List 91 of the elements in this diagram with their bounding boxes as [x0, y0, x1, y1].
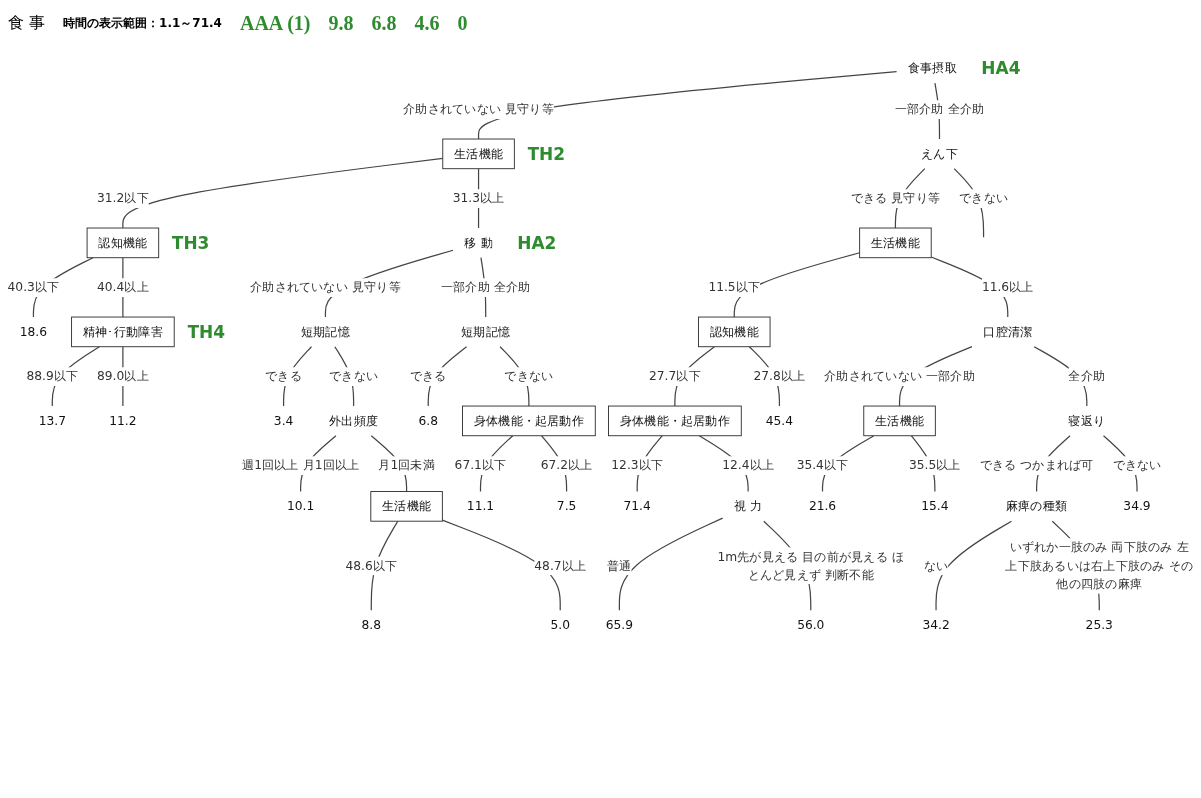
- edge-label: 67.2以上: [540, 458, 593, 473]
- node-label: HA4: [981, 58, 1021, 79]
- node-text: 65.9: [605, 617, 634, 632]
- annotation-text: 4.6: [414, 11, 440, 35]
- node-text: 45.4: [765, 413, 794, 428]
- edge-label: 1m先が見える 目の前が見える ほとんど見えず 判断不能: [717, 549, 905, 582]
- node-text: 13.7: [38, 413, 66, 428]
- annotation-text: 0: [457, 11, 468, 35]
- edge-label: 11.6以上: [981, 280, 1034, 295]
- node-box: 生活機能: [859, 227, 932, 259]
- connector: [122, 157, 444, 229]
- edge-label: 35.4以下: [796, 458, 849, 473]
- node-text: 7.5: [556, 499, 577, 514]
- edge-label: 介助されていない 見守り等: [403, 102, 554, 117]
- edge-label: 介助されていない 一部介助: [824, 369, 975, 384]
- edge-label: 普通: [607, 558, 632, 573]
- node-box: 認知機能: [698, 316, 771, 348]
- node-box: 生活機能: [442, 138, 515, 170]
- edge-label: 一部介助 全介助: [440, 280, 531, 295]
- annotation-text: AAA (1): [239, 11, 311, 35]
- node-label: HA2: [517, 232, 557, 253]
- edge-label: 40.3以下: [7, 280, 60, 295]
- edge-label: できない: [504, 369, 554, 384]
- node-text: 34.2: [922, 617, 950, 632]
- annotation-text: 9.8: [328, 11, 354, 35]
- node-box: 身体機能・起居動作: [608, 405, 742, 437]
- node-text: 10.1: [287, 499, 315, 514]
- edge-label: 全介助: [1068, 369, 1106, 384]
- edge-label: 31.2以下: [97, 191, 149, 206]
- node-text: 移 動: [464, 235, 493, 250]
- node-text: 8.8: [361, 617, 382, 632]
- node-text: 食事摂取: [907, 61, 957, 76]
- edge-label: できる つかまれば可: [979, 458, 1094, 473]
- node-text: 麻痺の種類: [1006, 499, 1068, 514]
- node-box: 身体機能・起居動作: [462, 405, 596, 437]
- connector: [935, 520, 1013, 611]
- edge-label: ない: [923, 558, 949, 573]
- edge-label: 12.3以下: [611, 458, 664, 473]
- edge-label: できる: [409, 369, 447, 384]
- edge-label: 介助されていない 見守り等: [250, 280, 401, 295]
- node-text: 56.0: [797, 617, 825, 632]
- edge-label: 31.3以上: [452, 191, 505, 206]
- edge-label: 88.9以下: [26, 369, 79, 384]
- edge-label: 48.7以上: [534, 558, 587, 573]
- node-text: 18.6: [19, 324, 48, 339]
- node-text: えん下: [921, 146, 958, 161]
- edge-label: 35.5以上: [908, 458, 961, 473]
- edge-label: いずれか一肢のみ 両下肢のみ 左上下肢あるいは右上下肢のみ その他の四肢の麻痺: [1005, 540, 1194, 591]
- edge-label: 一部介助 全介助: [894, 102, 985, 117]
- node-text: 短期記憶: [461, 324, 511, 339]
- edge-label: 27.7以下: [649, 369, 701, 384]
- edge-label: 40.4以上: [97, 280, 149, 295]
- node-text: 25.3: [1085, 617, 1113, 632]
- edge-label: 12.4以上: [722, 458, 774, 473]
- node-text: 11.1: [466, 499, 495, 514]
- node-box: 生活機能: [370, 491, 443, 522]
- edge-label: 11.5以下: [708, 280, 761, 295]
- edge-label: できない: [959, 191, 1009, 206]
- node-text: 15.4: [921, 499, 949, 514]
- node-box: 生活機能: [863, 405, 936, 437]
- edge-label: できない: [329, 369, 379, 384]
- edge-label: 89.0以上: [97, 369, 149, 384]
- subtitle-text: 時間の表示範囲：1.1～71.4: [63, 14, 222, 32]
- node-label: TH2: [527, 143, 566, 164]
- node-box: 認知機能: [86, 227, 160, 259]
- diagram-title: 食 事: [8, 12, 46, 34]
- node-text: 短期記憶: [300, 324, 350, 339]
- edge-label: 48.6以下: [345, 558, 398, 573]
- edge-label: 月1回未満: [378, 458, 435, 473]
- node-text: 34.9: [1123, 499, 1151, 514]
- node-label: TH4: [187, 321, 225, 342]
- edge-label: 67.1以下: [454, 458, 507, 473]
- node-text: 71.4: [623, 499, 651, 514]
- node-text: 11.2: [109, 413, 137, 428]
- node-text: 3.4: [273, 413, 294, 428]
- node-label: TH3: [171, 232, 210, 253]
- node-text: 5.0: [550, 617, 570, 632]
- connector: [618, 517, 724, 611]
- node-text: 6.8: [418, 413, 438, 428]
- edge-label: できない: [1112, 458, 1162, 473]
- node-text: 口腔清潔: [983, 324, 1033, 339]
- edge-label: 週1回以上 月1回以上: [241, 458, 360, 473]
- annotation-text: 6.8: [371, 11, 397, 35]
- node-text: 21.6: [808, 499, 837, 514]
- node-box: 精神･行動障害: [71, 316, 175, 348]
- node-text: 寝返り: [1068, 413, 1106, 428]
- edge-label: できる 見守り等: [850, 191, 941, 206]
- node-text: 視 力: [733, 499, 763, 514]
- node-text: 外出頻度: [329, 413, 379, 428]
- edge-label: できる: [265, 369, 302, 384]
- edge-label: 27.8以上: [753, 369, 806, 384]
